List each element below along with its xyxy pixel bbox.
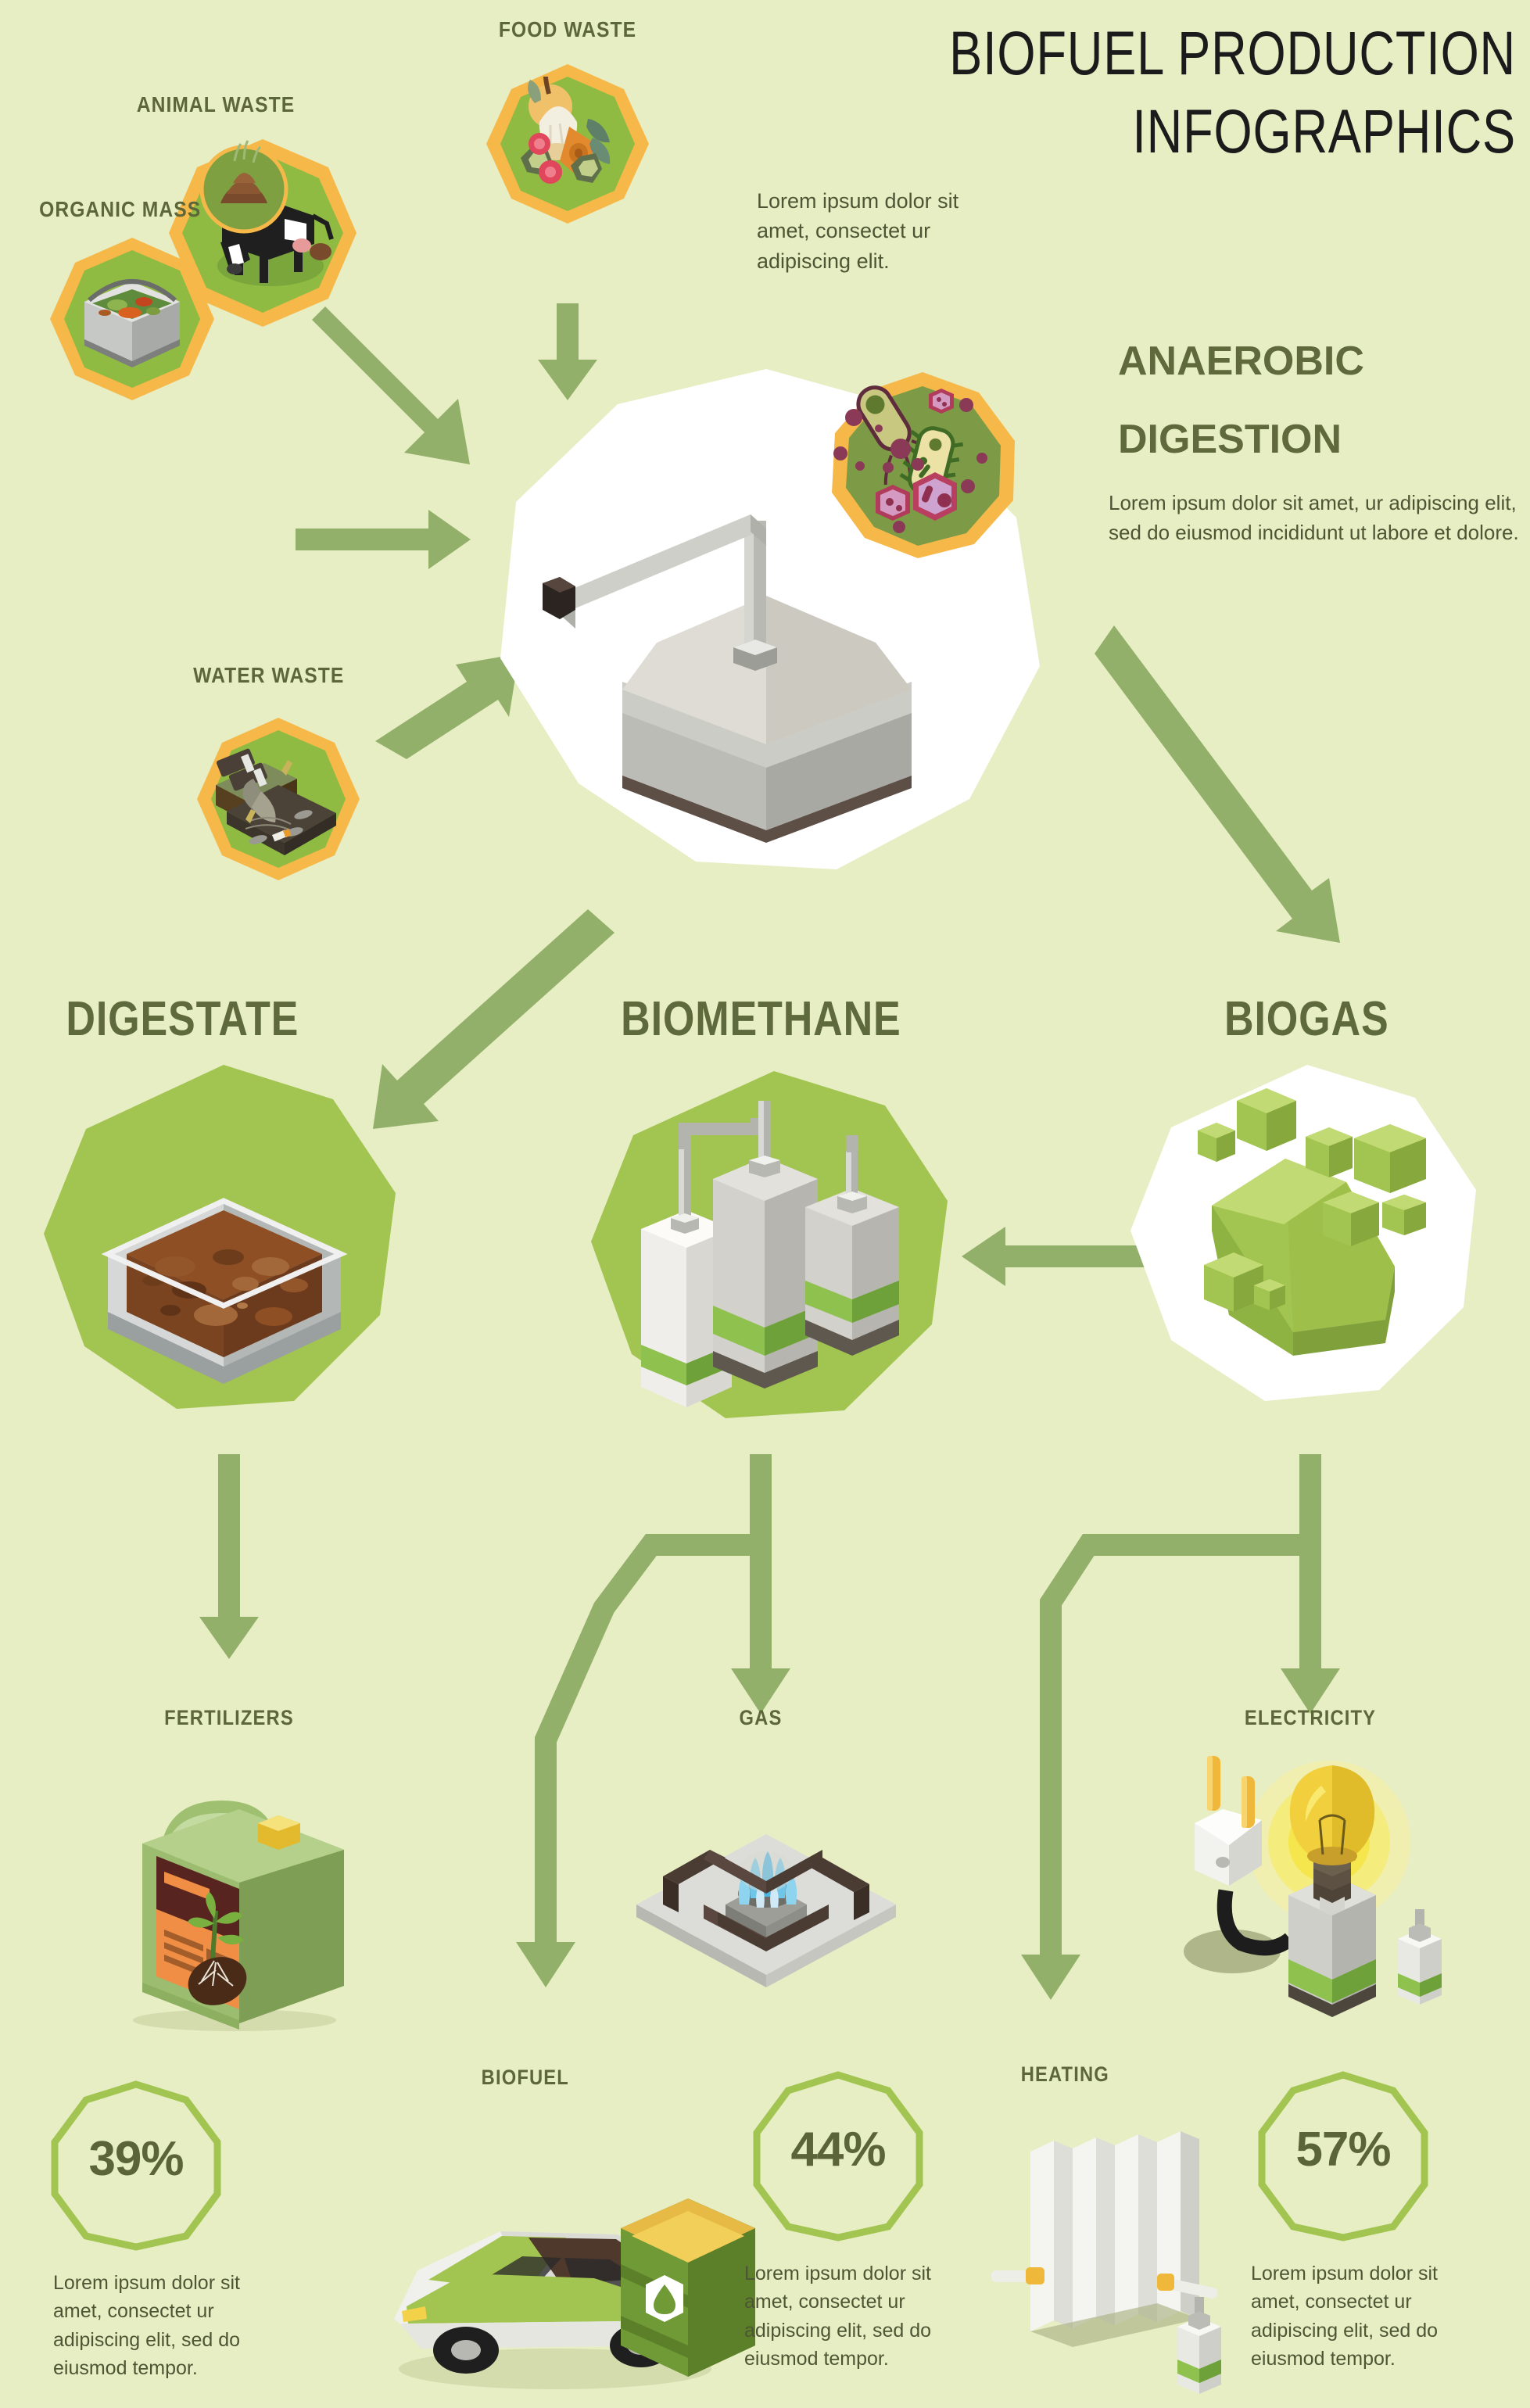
decagon-outline-icon — [1258, 2071, 1428, 2241]
input-label-animal-waste: ANIMAL WASTE — [136, 92, 296, 116]
arrow-biogas-to-biomethane — [962, 1227, 1156, 1286]
arrow-water-waste-to-digester — [375, 654, 519, 759]
organic-mass-bucket-icon[interactable] — [36, 225, 228, 413]
arrow-process-to-biogas — [1095, 625, 1340, 943]
arrow-organic-mass-to-digester — [296, 510, 471, 569]
stat-value-57: 57% — [1295, 2123, 1391, 2177]
decagon-outline-icon — [51, 2080, 221, 2251]
stat-value-44: 44% — [790, 2123, 886, 2177]
food-scraps-icon[interactable] — [474, 50, 661, 238]
stat-text-44: Lorem ipsum dolor sit amet, consectet ur… — [744, 2263, 932, 2370]
page-title-line2: INFOGRAPHICS — [1132, 96, 1516, 166]
stat-text-39: Lorem ipsum dolor sit amet, consectet ur… — [53, 2272, 241, 2379]
page-title-line1: BIOFUEL PRODUCTION — [949, 18, 1516, 88]
process-heading-line1: ANAEROBIC — [1118, 339, 1364, 384]
biogas-molecules-icon[interactable] — [1112, 1057, 1495, 1448]
cow-manure-icon[interactable] — [153, 125, 372, 344]
arrow-digester-to-digestate — [373, 909, 615, 1129]
arrow-animal-waste-to-digester — [312, 306, 470, 464]
digester-tank-icon[interactable] — [469, 361, 1063, 924]
stat-badge-44: 44% — [752, 2070, 924, 2242]
lightbulb-plug-icon[interactable] — [1173, 1751, 1501, 2048]
decagon-outline-icon — [753, 2071, 923, 2241]
process-body-text: Lorem ipsum dolor sit amet, ur adipiscin… — [1109, 491, 1519, 544]
page-subtitle: Lorem ipsum dolor sit amet, consectet ur… — [757, 189, 959, 273]
arrow-biogas-split — [1021, 1454, 1340, 2000]
fertilizer-canister-icon[interactable] — [94, 1751, 364, 2033]
input-label-food-waste: FOOD WASTE — [498, 17, 637, 41]
output-label-digestate: DIGESTATE — [66, 992, 299, 1046]
input-label-organic-mass: ORGANIC MASS — [39, 197, 202, 221]
stat-badge-57: 57% — [1257, 2070, 1429, 2242]
biomethane-tanks-icon[interactable] — [579, 1063, 969, 1462]
radiator-icon[interactable] — [991, 2103, 1249, 2404]
stat-value-39: 39% — [88, 2132, 184, 2186]
arrow-biomethane-split — [516, 1454, 790, 1987]
use-label-electricity: ELECTRICITY — [1244, 1706, 1377, 1729]
use-label-biofuel: BIOFUEL — [481, 2066, 569, 2089]
use-label-gas: GAS — [739, 1706, 783, 1729]
waste-water-pipes-icon[interactable] — [169, 704, 388, 904]
stat-badge-39: 39% — [50, 2080, 222, 2252]
output-label-biogas: BIOGAS — [1224, 992, 1389, 1046]
use-label-heating: HEATING — [1020, 2062, 1109, 2086]
gas-stove-burner-icon[interactable] — [625, 1759, 907, 2025]
stat-text-57: Lorem ipsum dolor sit amet, consectet ur… — [1251, 2263, 1439, 2370]
car-fuel-barrel-icon[interactable] — [360, 2111, 797, 2408]
output-label-biomethane: BIOMETHANE — [621, 992, 901, 1046]
input-label-water-waste: WATER WASTE — [193, 663, 345, 687]
arrow-digestate-to-fertilizers — [199, 1454, 259, 1659]
use-label-fertilizers: FERTILIZERS — [164, 1706, 294, 1729]
arrow-food-waste-to-digester — [538, 303, 597, 400]
digestate-tank-icon[interactable] — [36, 1057, 411, 1457]
process-heading-line2: DIGESTION — [1118, 417, 1342, 462]
